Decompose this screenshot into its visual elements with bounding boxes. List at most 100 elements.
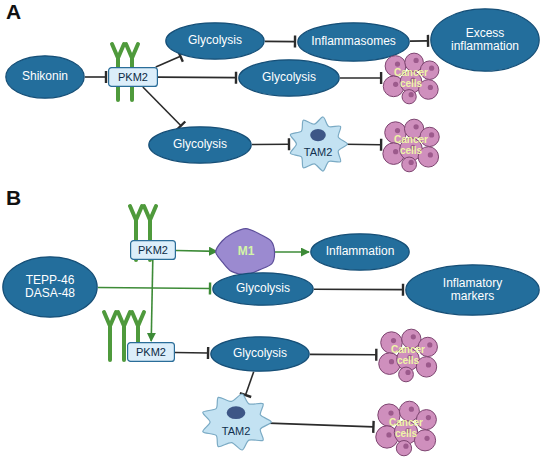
text-holder: Glycolysis bbox=[238, 59, 340, 97]
text-holder: Glycolysis bbox=[212, 272, 314, 306]
text-holder: Glycolysis bbox=[210, 336, 310, 372]
cancer-cells: Cancer cells bbox=[375, 328, 441, 382]
text-holder: PKM2 bbox=[127, 342, 175, 362]
text-holder: Excess inflammation bbox=[430, 8, 540, 72]
node-label: Cancer cells bbox=[386, 417, 426, 439]
process-ellipse: Glycolysis bbox=[165, 22, 265, 60]
cell-cluster bbox=[379, 329, 438, 382]
cancer-cell bbox=[402, 90, 416, 104]
cell-nucleus bbox=[388, 411, 393, 416]
cell-nucleus bbox=[424, 436, 429, 441]
ellipse-outline bbox=[298, 23, 409, 61]
cell-nucleus bbox=[395, 61, 400, 66]
cancer-cells: Cancer cells bbox=[380, 118, 442, 172]
text-holder: TEPP-46 DASA-48 bbox=[2, 256, 98, 318]
cell-cluster bbox=[383, 53, 439, 104]
macrophage-body bbox=[290, 117, 347, 171]
text-holder: PKM2 bbox=[130, 240, 176, 260]
inhibition-line bbox=[410, 40, 428, 42]
ellipse-outline bbox=[431, 9, 539, 71]
text-holder: Glycolysis bbox=[165, 22, 265, 60]
cell-nucleus bbox=[429, 132, 434, 137]
cell-nucleus bbox=[310, 129, 326, 141]
macrophage-body bbox=[203, 394, 271, 450]
node-label: M1 bbox=[238, 245, 255, 258]
cancer-cell bbox=[402, 157, 417, 172]
box-outline bbox=[131, 241, 176, 260]
text-holder: Cancer cells bbox=[380, 52, 442, 104]
node-label: PKM2 bbox=[136, 346, 166, 358]
cell-nucleus bbox=[227, 406, 246, 419]
ellipse-outline bbox=[239, 60, 339, 96]
cell-nucleus bbox=[426, 415, 431, 420]
inhibition-line bbox=[143, 87, 181, 126]
box-outline bbox=[128, 343, 175, 362]
cell-nucleus bbox=[411, 334, 416, 339]
cell-nucleus bbox=[409, 407, 414, 412]
cell-nucleus bbox=[427, 342, 432, 347]
cell-nucleus bbox=[409, 160, 414, 165]
text-holder: Glycolysis bbox=[148, 126, 252, 164]
cell-nucleus bbox=[405, 370, 410, 375]
inhibition-line bbox=[246, 372, 254, 395]
process-ellipse: TEPP-46 DASA-48 bbox=[2, 256, 98, 318]
node-label: Glycolysis bbox=[233, 347, 287, 360]
ellipse-outline bbox=[406, 265, 539, 315]
cell-cluster bbox=[376, 401, 437, 456]
inhibition-line bbox=[345, 143, 381, 145]
m1-cell: M1 bbox=[215, 228, 277, 276]
ellipse-outline bbox=[6, 56, 84, 98]
text-holder: Inflamatory markers bbox=[405, 264, 540, 316]
process-ellipse: Glycolysis bbox=[212, 272, 314, 306]
process-ellipse: Glycolysis bbox=[238, 59, 340, 97]
node-label: Glycolysis bbox=[188, 34, 242, 47]
process-ellipse: Excess inflammation bbox=[430, 8, 540, 72]
cell-nucleus bbox=[429, 66, 434, 71]
process-ellipse: Glycolysis bbox=[148, 126, 252, 164]
node-label: Glycolysis bbox=[236, 282, 290, 295]
cell-nucleus bbox=[389, 359, 394, 364]
cell-cluster bbox=[383, 119, 439, 172]
process-ellipse: Shikonin bbox=[5, 55, 85, 99]
cancer-cell bbox=[399, 367, 414, 382]
macrophage-cell: TAM2 bbox=[200, 393, 272, 451]
cancer-cell bbox=[414, 430, 435, 451]
inhibition-line bbox=[340, 77, 381, 79]
receptor-symbol bbox=[104, 312, 116, 360]
text-holder: Cancer cells bbox=[380, 118, 442, 172]
ellipse-outline bbox=[311, 234, 409, 270]
text-holder: Cancer cells bbox=[375, 328, 441, 382]
inhibition-line bbox=[85, 76, 106, 78]
node-label: Shikonin bbox=[22, 70, 68, 83]
inhibition-line bbox=[158, 76, 236, 78]
protein-box: PKM2 bbox=[108, 67, 158, 87]
protein-box: PKM2 bbox=[127, 342, 175, 362]
inhibition-line bbox=[310, 354, 376, 356]
node-label: TAM2 bbox=[222, 425, 251, 437]
cell-nucleus bbox=[428, 152, 433, 157]
cell-nucleus bbox=[426, 362, 431, 367]
box-outline bbox=[109, 68, 158, 87]
node-label: PKM2 bbox=[118, 71, 148, 83]
cell-nucleus bbox=[428, 85, 433, 90]
activation-arrow bbox=[176, 250, 217, 252]
cell-nucleus bbox=[395, 128, 400, 133]
text-holder: TAM2 bbox=[200, 393, 272, 451]
node-label: Excess inflammation bbox=[443, 27, 527, 53]
cell-nucleus bbox=[403, 444, 408, 449]
cancer-cell bbox=[396, 441, 411, 456]
cell-nucleus bbox=[393, 82, 398, 87]
protein-box: PKM2 bbox=[130, 240, 176, 260]
text-holder: Shikonin bbox=[5, 55, 85, 99]
ellipse-outline bbox=[166, 23, 264, 59]
node-label: Inflammation bbox=[326, 245, 395, 258]
cell-nucleus bbox=[393, 149, 398, 154]
process-ellipse: Glycolysis bbox=[210, 336, 310, 372]
text-holder: PKM2 bbox=[108, 67, 158, 87]
node-label: Inflammasomes bbox=[311, 35, 396, 48]
cancer-cells: Cancer cells bbox=[372, 400, 440, 456]
text-holder: Inflammation bbox=[310, 233, 410, 271]
m1-body bbox=[216, 229, 275, 275]
ellipse-outline bbox=[213, 273, 313, 305]
node-label: PKM2 bbox=[138, 244, 168, 256]
